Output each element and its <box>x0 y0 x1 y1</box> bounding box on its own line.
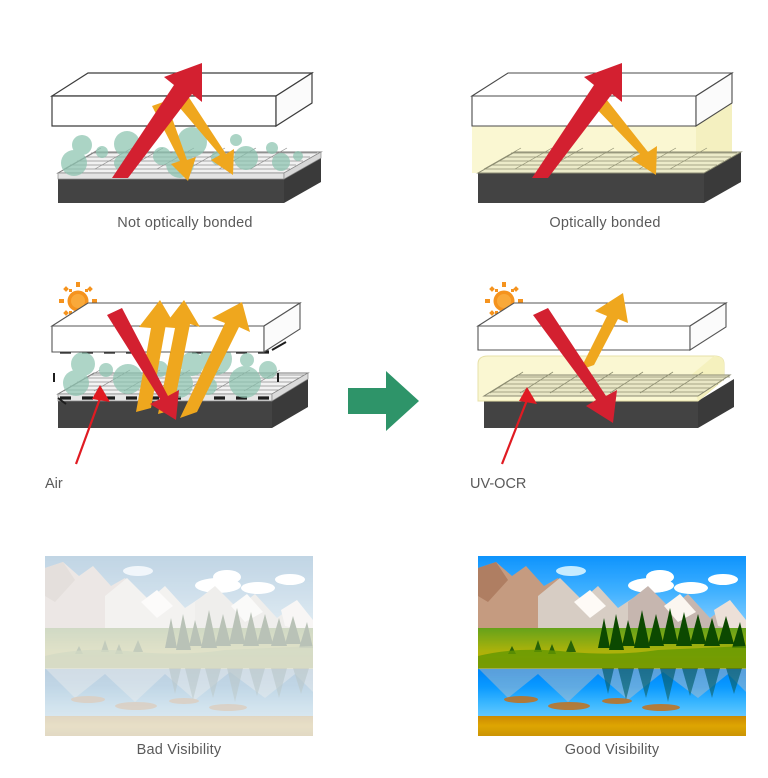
photo-foreground-grass <box>478 716 746 736</box>
panel-not-optically-bonded <box>40 63 330 208</box>
cloud <box>708 574 738 585</box>
cloud <box>674 582 708 594</box>
gold-reflection-arrows <box>580 293 628 370</box>
spacer-ticks <box>53 341 287 405</box>
caption-bad-visibility: Bad Visibility <box>136 742 222 758</box>
caption-optically-bonded: Optically bonded <box>549 215 661 231</box>
green-right-arrow-icon <box>348 371 419 431</box>
transition-arrow <box>348 370 420 432</box>
panel-optically-bonded <box>460 63 750 208</box>
silt <box>602 698 632 704</box>
display-base <box>58 152 321 203</box>
gold-reflection-arrows <box>136 300 250 418</box>
display-base <box>484 379 734 428</box>
label-air: Air <box>45 476 63 492</box>
label-uv-ocr: UV-OCR <box>470 476 527 492</box>
caption-good-visibility: Good Visibility <box>564 742 660 758</box>
air-pointer-arrow <box>74 385 110 465</box>
uv-ocr-pointer-arrow <box>500 387 537 465</box>
silt <box>548 702 590 710</box>
red-light-arrow <box>107 308 179 420</box>
cloud <box>556 566 586 576</box>
caption-not-optically-bonded: Not optically bonded <box>117 215 253 231</box>
silt <box>642 704 680 711</box>
photo-good-visibility <box>478 556 746 736</box>
lcd-grid-layer <box>476 147 743 174</box>
lcd-grid-layer <box>482 371 732 397</box>
panel-air-gap <box>40 278 340 468</box>
display-base <box>58 379 308 428</box>
stack-bonded-svg <box>470 63 743 203</box>
gold-scatter-arrows <box>589 95 657 175</box>
photo-reflection <box>478 668 746 702</box>
red-light-arrow <box>533 308 617 423</box>
red-light-arrow <box>112 63 202 178</box>
display-base <box>478 152 741 203</box>
silt <box>504 696 538 703</box>
photo-washout-overlay <box>45 556 313 736</box>
stack-uv-ocr-svg <box>476 282 734 465</box>
cloud <box>646 570 674 584</box>
red-light-arrow <box>532 63 622 178</box>
photo-bad-visibility <box>45 556 313 736</box>
stack-air-gap-svg <box>50 282 310 465</box>
panel-uv-ocr <box>466 278 766 468</box>
stack-not-bonded-svg <box>49 63 323 203</box>
